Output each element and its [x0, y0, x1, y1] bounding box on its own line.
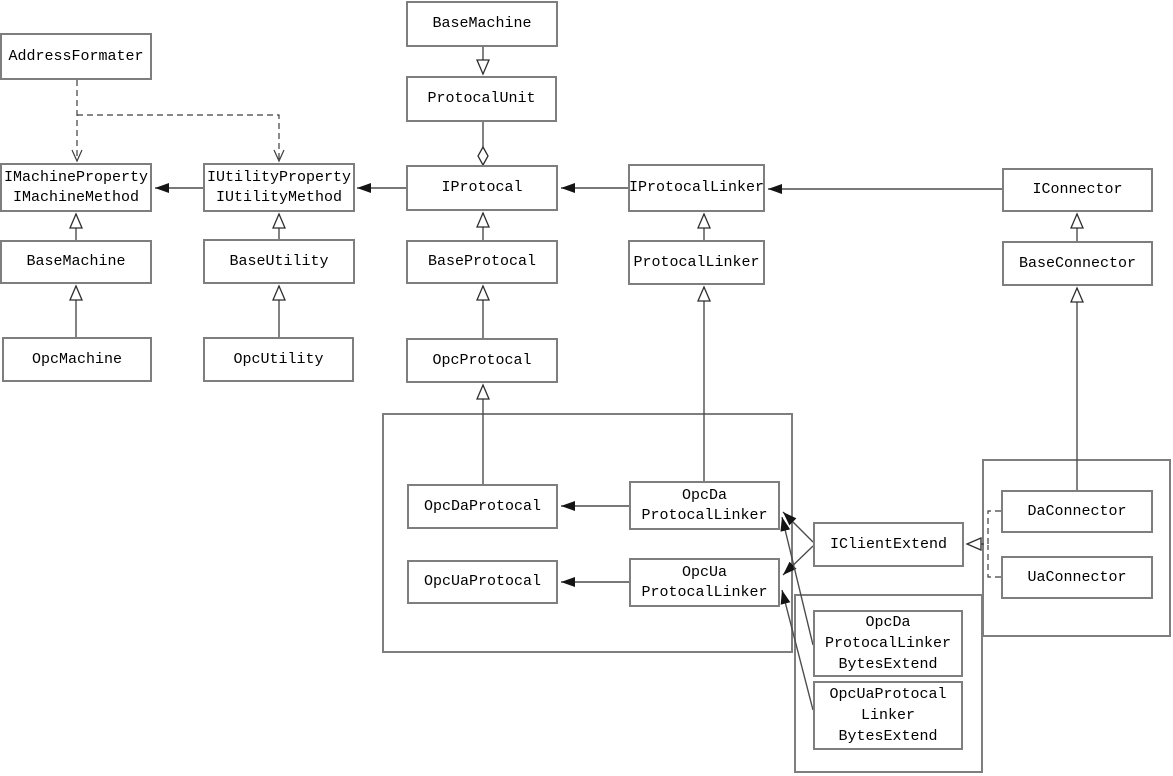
- aggregation-edge: [477, 122, 489, 167]
- class-opcdaprotocal: OpcDaProtocal: [407, 484, 558, 529]
- class-opcutility: OpcUtility: [203, 337, 354, 382]
- edge-addressformater-iutility: [77, 114, 285, 163]
- class-opcua-protocal-linker-bytesextend: OpcUaProtocal Linker BytesExtend: [813, 681, 963, 750]
- class-protocalunit: ProtocalUnit: [406, 76, 557, 122]
- class-baseutility: BaseUtility: [203, 239, 355, 284]
- class-opcuaprotocal: OpcUaProtocal: [407, 560, 558, 604]
- edge-opcdabytes-opcdalinker: [780, 516, 814, 646]
- container-opc-protocal-group: [382, 413, 793, 653]
- aggregation-diamond: [477, 145, 489, 167]
- class-opcua-protocallinker: OpcUa ProtocalLinker: [629, 558, 780, 607]
- edge-opcuabytes-opcualinker: [780, 589, 814, 711]
- edge-daconnector-iclientextend: [965, 510, 1001, 551]
- dashed-dependency-edges: [71, 80, 285, 163]
- class-uaconnector: UaConnector: [1001, 556, 1153, 599]
- class-imachine-interface: IMachineProperty IMachineMethod: [0, 163, 152, 212]
- class-basemachine-top: BaseMachine: [406, 1, 558, 47]
- class-basemachine-left: BaseMachine: [0, 240, 152, 284]
- class-iprotocallinker: IProtocalLinker: [628, 164, 765, 212]
- class-baseconnector: BaseConnector: [1002, 241, 1153, 286]
- class-iprotocal: IProtocal: [406, 165, 558, 211]
- class-daconnector: DaConnector: [1001, 490, 1153, 533]
- class-iutility-interface: IUtilityProperty IUtilityMethod: [203, 163, 355, 212]
- container-bytes-extend-group: [794, 594, 983, 773]
- class-opcda-protocallinker-bytesextend: OpcDa ProtocalLinker BytesExtend: [813, 610, 963, 677]
- association-edges: [155, 183, 1002, 711]
- class-addressformater: AddressFormater: [0, 33, 152, 80]
- dashed-realization-edges: [965, 510, 1001, 578]
- class-iclientextend: IClientExtend: [813, 522, 964, 567]
- class-opcmachine: OpcMachine: [2, 337, 152, 382]
- class-iconnector: IConnector: [1002, 168, 1153, 212]
- class-opcprotocal: OpcProtocal: [406, 338, 558, 383]
- class-protocallinker: ProtocalLinker: [628, 240, 765, 285]
- class-opcda-protocallinker: OpcDa ProtocalLinker: [629, 481, 780, 530]
- class-baseprotocal: BaseProtocal: [406, 240, 558, 284]
- edge-iclientextend-opcualinker: [782, 545, 814, 576]
- edge-uaconnector-iclientextend: [987, 545, 1001, 578]
- generalization-edges: [69, 47, 1084, 490]
